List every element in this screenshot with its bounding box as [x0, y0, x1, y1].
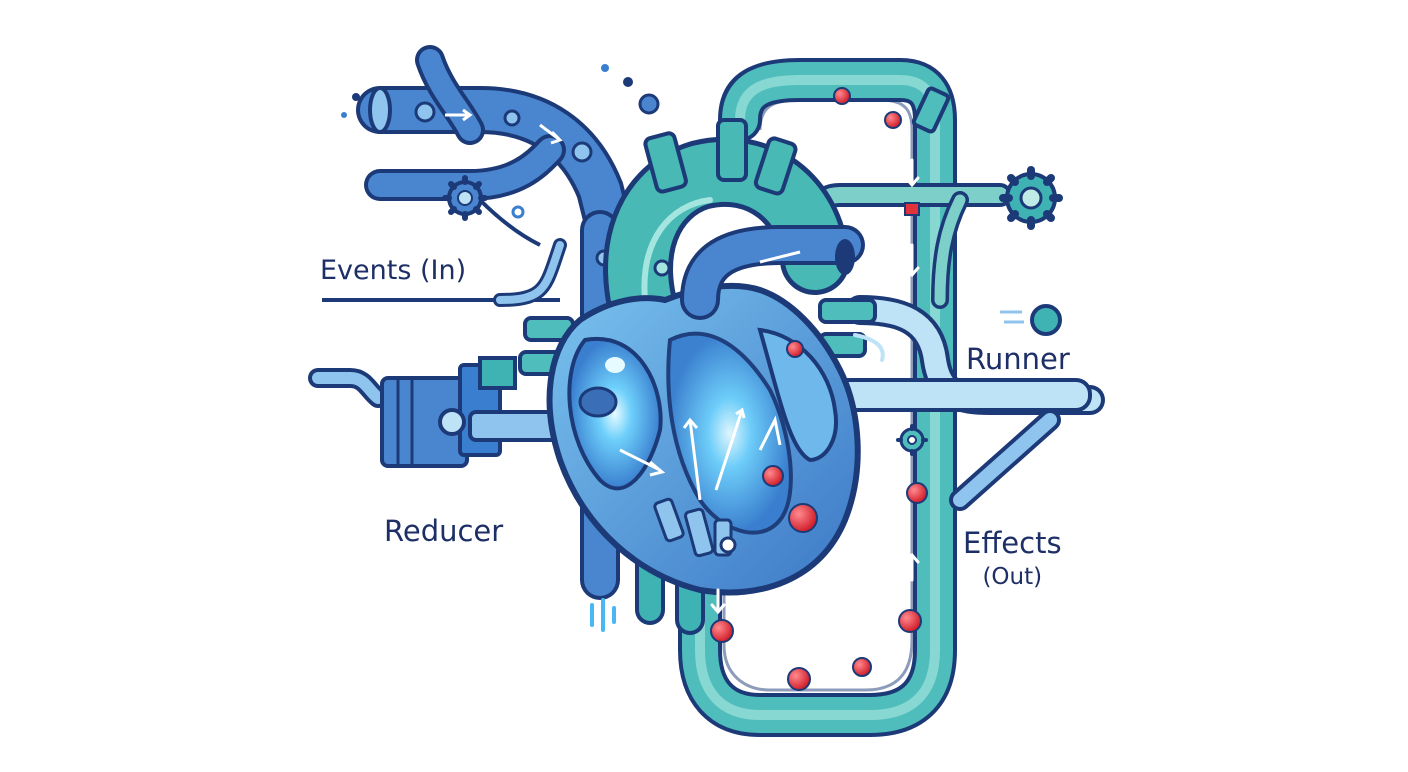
- particle-icon: [788, 503, 818, 533]
- label-effects-out: (Out): [982, 564, 1043, 590]
- particle-icon: [852, 657, 872, 677]
- gear-icon: [999, 166, 1063, 230]
- label-events-in: Events (In): [320, 255, 467, 286]
- aorta: [603, 118, 850, 365]
- particle-icon: [1030, 304, 1062, 336]
- particle-icon: [710, 619, 734, 643]
- particles: [710, 87, 928, 691]
- label-effects: Effects (Out): [963, 526, 1062, 594]
- folder-icon: [904, 202, 920, 216]
- particle-icon: [833, 87, 851, 105]
- particle-icon: [762, 465, 784, 487]
- effects-loop-pipe: [678, 58, 957, 737]
- loop-arrows: [710, 158, 920, 686]
- arrow-icon: [710, 588, 726, 615]
- particle-icon: [884, 111, 902, 129]
- arrow-icon: [904, 552, 920, 582]
- gear-pipe-left: [322, 175, 567, 307]
- gear-icon: [896, 424, 928, 456]
- arrow-icon: [876, 630, 897, 652]
- particle-icon: [906, 482, 928, 504]
- gear-icon: [442, 175, 488, 221]
- label-effects-title: Effects: [963, 526, 1062, 560]
- arrow-icon: [904, 158, 920, 188]
- arrow-icon: [753, 666, 780, 686]
- particle-icon: [898, 609, 922, 633]
- arrow-icon: [904, 243, 920, 278]
- label-runner: Runner: [966, 342, 1070, 376]
- particle-icon: [786, 340, 804, 358]
- arrow-icon: [828, 663, 851, 677]
- arrow-icon: [445, 108, 473, 122]
- heart-icon: [546, 225, 865, 596]
- particle-icon: [787, 667, 811, 691]
- label-reducer: Reducer: [384, 514, 504, 548]
